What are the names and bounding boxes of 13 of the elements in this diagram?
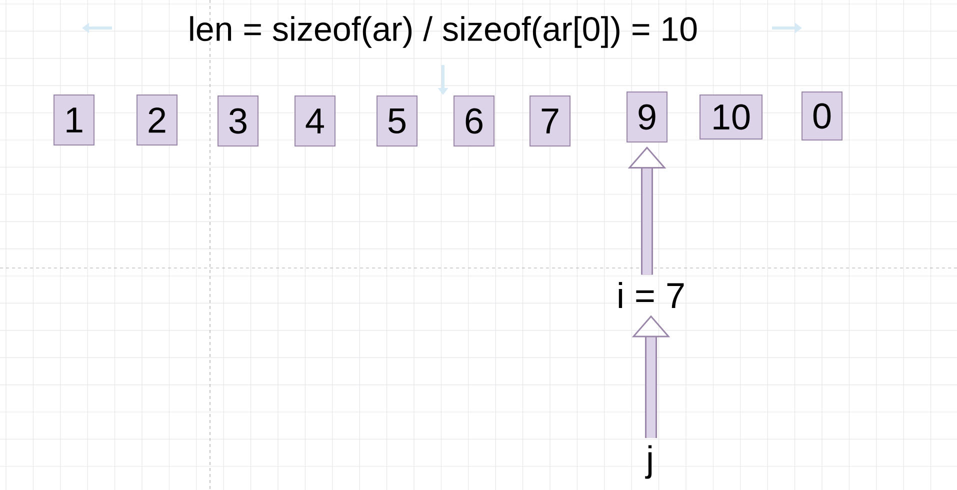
title: len = sizeof(ar) / sizeof(ar[0]) = 10 [190, 16, 697, 48]
variable-label: i = 7 [618, 282, 684, 308]
number-box: 6 [454, 96, 494, 146]
number-box: 4 [294, 96, 336, 146]
number-box: 7 [530, 96, 570, 146]
number-box: 9 [626, 92, 668, 142]
number-box: 5 [376, 96, 418, 146]
variable-label: j [645, 445, 652, 479]
number-box: 3 [218, 96, 258, 146]
number-box: 2 [136, 94, 178, 146]
number-box: 1 [54, 94, 94, 146]
number-box: 0 [802, 92, 842, 140]
number-box: 10 [700, 94, 763, 140]
